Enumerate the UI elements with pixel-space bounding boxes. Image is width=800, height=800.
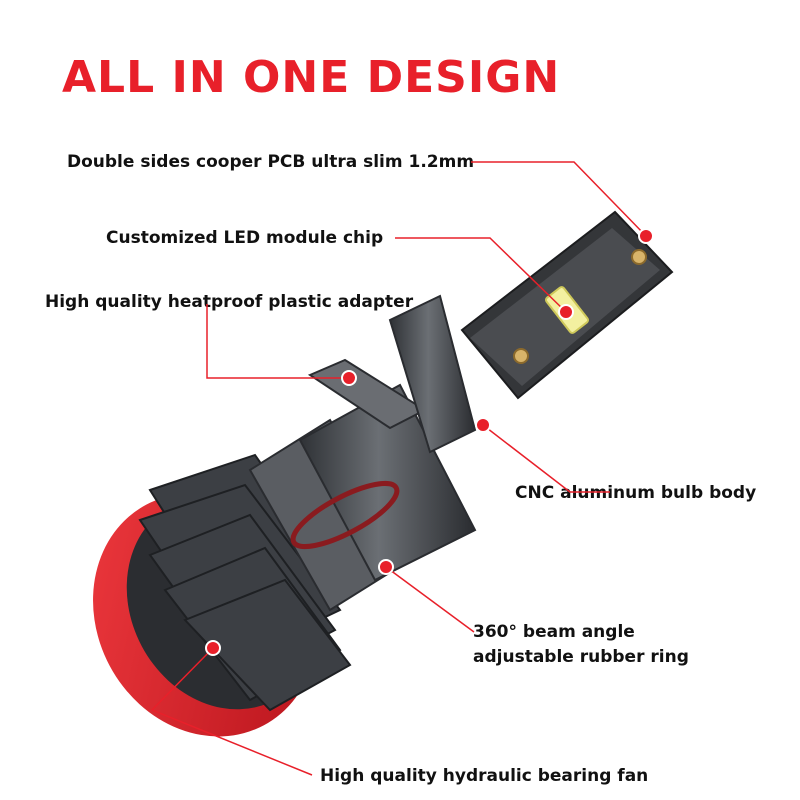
label-fan: High quality hydraulic bearing fan: [320, 766, 649, 786]
dot-adapter: [341, 370, 357, 386]
label-rubber-ring-line2: adjustable rubber ring: [473, 647, 689, 667]
dot-rubber-ring: [378, 559, 394, 575]
label-rubber-ring-line1: 360° beam angle: [473, 622, 635, 642]
dot-pcb: [638, 228, 654, 244]
dot-led-chip: [558, 304, 574, 320]
callout-lines: [150, 161, 647, 776]
heatsink-fins: [138, 453, 352, 712]
label-pcb: Double sides cooper PCB ultra slim 1.2mm: [67, 152, 475, 172]
dot-fan: [205, 640, 221, 656]
label-led-chip: Customized LED module chip: [106, 228, 384, 248]
solder-point-lower: [513, 348, 529, 364]
label-plastic-adapter: High quality heatproof plastic adapter: [45, 292, 414, 312]
bulb-neck: [388, 294, 477, 454]
dot-body: [475, 417, 491, 433]
rubber-ring-shape: [290, 480, 400, 550]
callout-dots: [205, 228, 654, 656]
solder-point-upper: [631, 249, 647, 265]
page-title: ALL IN ONE DESIGN: [62, 52, 561, 103]
label-aluminum-body: CNC aluminum bulb body: [515, 483, 757, 503]
